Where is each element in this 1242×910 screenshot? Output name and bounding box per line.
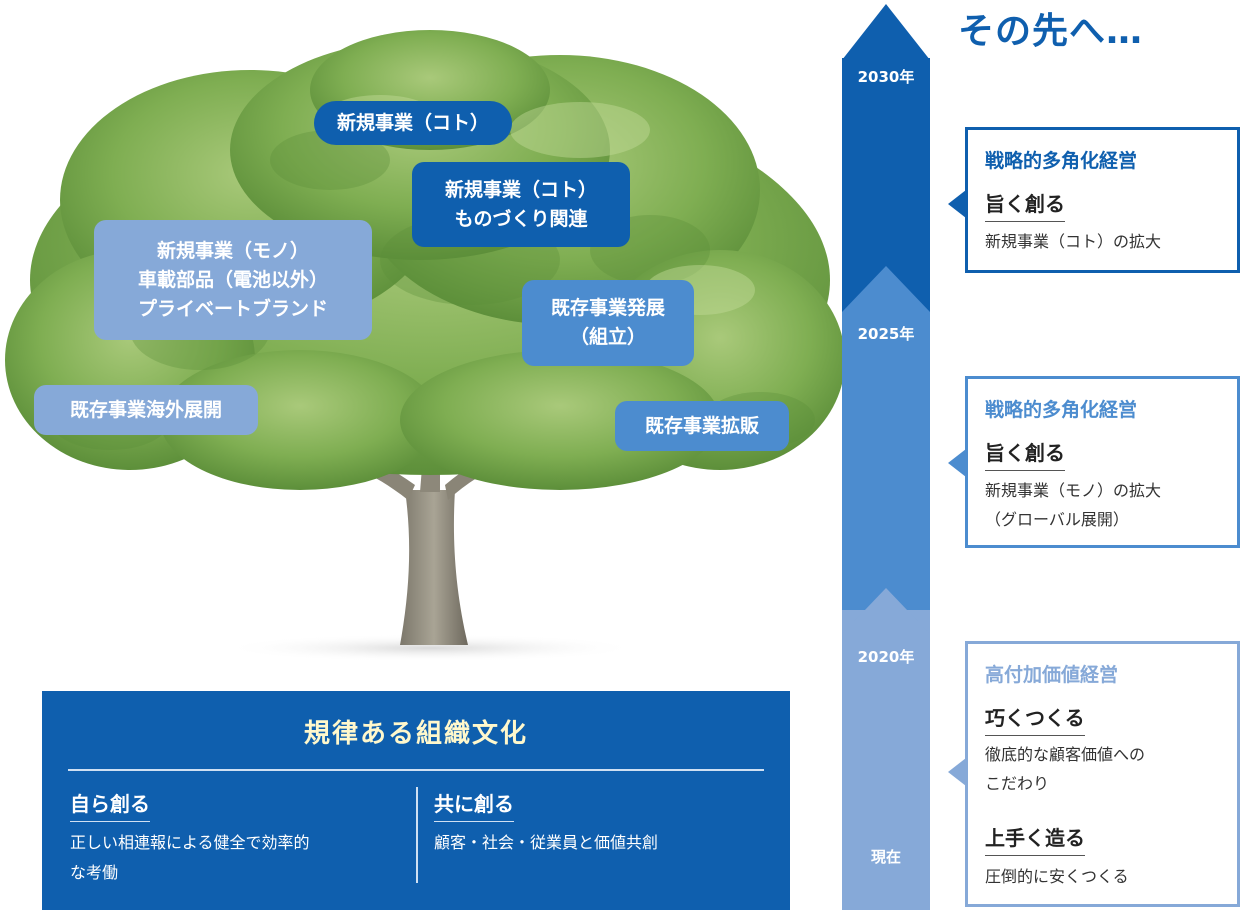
pointer-arrow [948,449,966,477]
stage-subtitle: 旨く創る [985,188,1065,222]
stage-subtitle: 旨く創る [985,437,1065,471]
stage-title: 戦略的多角化経営 [985,399,1138,421]
stage-text-line: 新規事業（モノ）の拡大 [985,481,1162,500]
label-new-business-koto: 新規事業（コト） [314,101,512,145]
culture-right-text: 顧客・社会・従業員と価値共創 [434,828,658,858]
stage-2030-box: 戦略的多角化経営 旨く創る 新規事業（コト）の拡大 [948,127,1240,273]
bubble-line: 新規事業（モノ） [156,239,309,262]
bubble-line: プライベートブランド [137,297,328,320]
culture-left-text: 正しい相連報による健全で効率的 な考働 [70,828,310,888]
pointer-arrow [948,190,966,218]
stage-text-line: （グローバル展開） [985,510,1129,529]
bubble-line: 新規事業（コト） [336,111,489,134]
culture-right-heading: 共に創る [434,788,514,822]
bubble-line: ものづくり関連 [454,207,588,230]
divider [416,787,418,883]
year-2025: 2025年 [857,325,915,343]
stage-text-line: 圧倒的に安くつくる [985,867,1129,886]
bubble-line: 既存事業発展 [550,297,665,319]
year-2020: 2020年 [857,648,915,666]
pointer-arrow [948,758,966,786]
label-existing-overseas: 既存事業海外展開 [34,385,258,435]
culture-left-heading: 自ら創る [70,788,150,822]
label-new-business-mono: 新規事業（モノ） 車載部品（電池以外） プライベートブランド [94,220,372,340]
stage-text-2: 圧倒的に安くつくる [985,862,1129,891]
stage-text-line: こだわり [985,774,1050,793]
label-existing-development: 既存事業発展 （組立） [522,280,694,366]
divider [68,769,764,771]
stage-text: 新規事業（モノ）の拡大 （グローバル展開） [985,476,1161,534]
label-existing-expansion: 既存事業拡販 [615,401,789,451]
stage-subtitle-2: 上手く造る [985,822,1085,856]
culture-text-line: な考働 [70,863,119,882]
bubble-line: 車載部品（電池以外） [137,268,328,291]
stage-text-line: 徹底的な顧客価値への [985,745,1146,764]
bubble-line: 既存事業拡販 [644,414,759,437]
bubble-line: （組立） [569,326,646,348]
stage-title: 戦略的多角化経営 [985,150,1138,172]
label-new-business-manufacturing: 新規事業（コト） ものづくり関連 [412,162,630,247]
stage-2020-box: 高付加価値経営 巧くつくる 徹底的な顧客価値への こだわり 上手く造る 圧倒的に… [948,641,1240,907]
culture-text-line: 正しい相連報による健全で効率的 [70,833,310,852]
current-label: 現在 [870,848,901,866]
timeline-arrow [842,4,930,910]
year-2030: 2030年 [857,68,915,86]
stage-title: 高付加価値経営 [985,664,1119,686]
headline: その先へ… [958,11,1144,52]
stage-text-line: 新規事業（コト）の拡大 [985,232,1162,251]
stage-2025-box: 戦略的多角化経営 旨く創る 新規事業（モノ）の拡大 （グローバル展開） [948,376,1240,548]
bubble-line: 新規事業（コト） [444,178,597,201]
culture-text-line: 顧客・社会・従業員と価値共創 [434,833,659,852]
stage-text: 新規事業（コト）の拡大 [985,227,1161,256]
bubble-line: 既存事業海外展開 [69,398,222,421]
organization-culture-box: 規律ある組織文化 自ら創る 正しい相連報による健全で効率的 な考働 共に創る 顧… [42,691,790,910]
stage-text: 徹底的な顧客価値への こだわり [985,740,1145,798]
culture-title: 規律ある組織文化 [303,719,528,749]
stage-subtitle: 巧くつくる [985,702,1085,736]
